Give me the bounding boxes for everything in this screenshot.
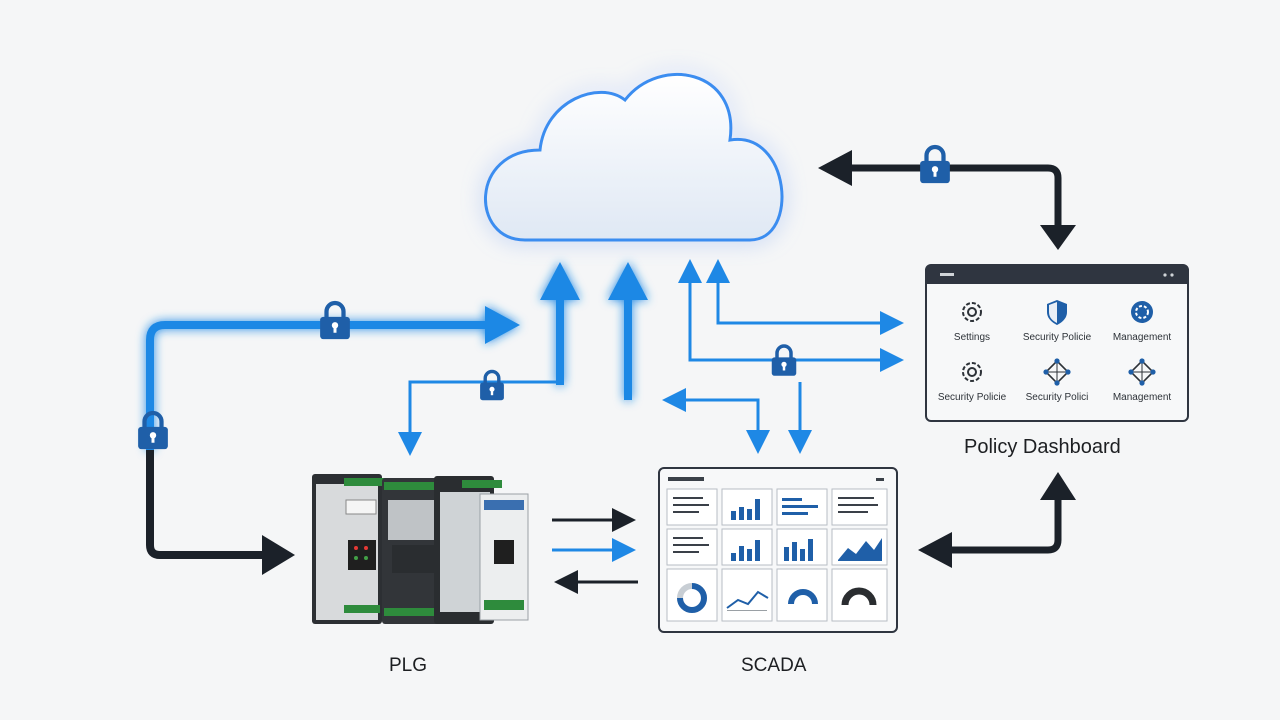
- policy-tile-label: Management: [1112, 392, 1172, 403]
- policy-tile[interactable]: Security Polici: [1015, 350, 1099, 410]
- policy-tile-label: Security Polici: [1025, 392, 1089, 403]
- scada-dashboard: [658, 467, 898, 633]
- policy-dashboard-label: Policy Dashboard: [964, 436, 1121, 458]
- branch-to-plc: [398, 380, 560, 456]
- policy-tile-label: Security Policie: [1022, 332, 1092, 343]
- lock-icon: [478, 369, 506, 402]
- gear-badge-icon: [1100, 296, 1184, 328]
- network-nodes-icon: [1100, 356, 1184, 388]
- cloud-policy-links: [662, 259, 904, 454]
- plc-return-link: [146, 450, 295, 575]
- shield-icon: [1015, 296, 1099, 328]
- scada-policy-link: [918, 472, 1076, 568]
- plc-scada-links: [552, 508, 638, 594]
- policy-tile[interactable]: Security Policie: [930, 350, 1014, 410]
- policy-tile-label: Settings: [953, 332, 991, 343]
- policy-dashboard-window: [925, 264, 1189, 422]
- cloud-icon: [483, 72, 784, 242]
- policy-tile-label: Security Policie: [937, 392, 1007, 403]
- policy-tile[interactable]: Management: [1100, 350, 1184, 410]
- lock-icon: [920, 147, 950, 183]
- policy-tile[interactable]: Security Policie: [1015, 290, 1099, 350]
- policy-to-cloud-link: [818, 150, 1076, 250]
- network-nodes-icon: [1015, 356, 1099, 388]
- uplink-arrows: [540, 262, 648, 400]
- policy-tile[interactable]: Settings: [930, 290, 1014, 350]
- scada-label: SCADA: [741, 655, 807, 676]
- lock-icon: [320, 303, 350, 339]
- plc-to-cloud-link: [146, 306, 520, 450]
- policy-tile-label: Management: [1112, 332, 1172, 343]
- plc-device: [312, 474, 529, 624]
- gear-icon: [930, 296, 1014, 328]
- plc-label: PLG: [389, 655, 428, 676]
- gear-icon: [930, 356, 1014, 388]
- lock-icon: [770, 344, 798, 378]
- policy-tile[interactable]: Management: [1100, 290, 1184, 350]
